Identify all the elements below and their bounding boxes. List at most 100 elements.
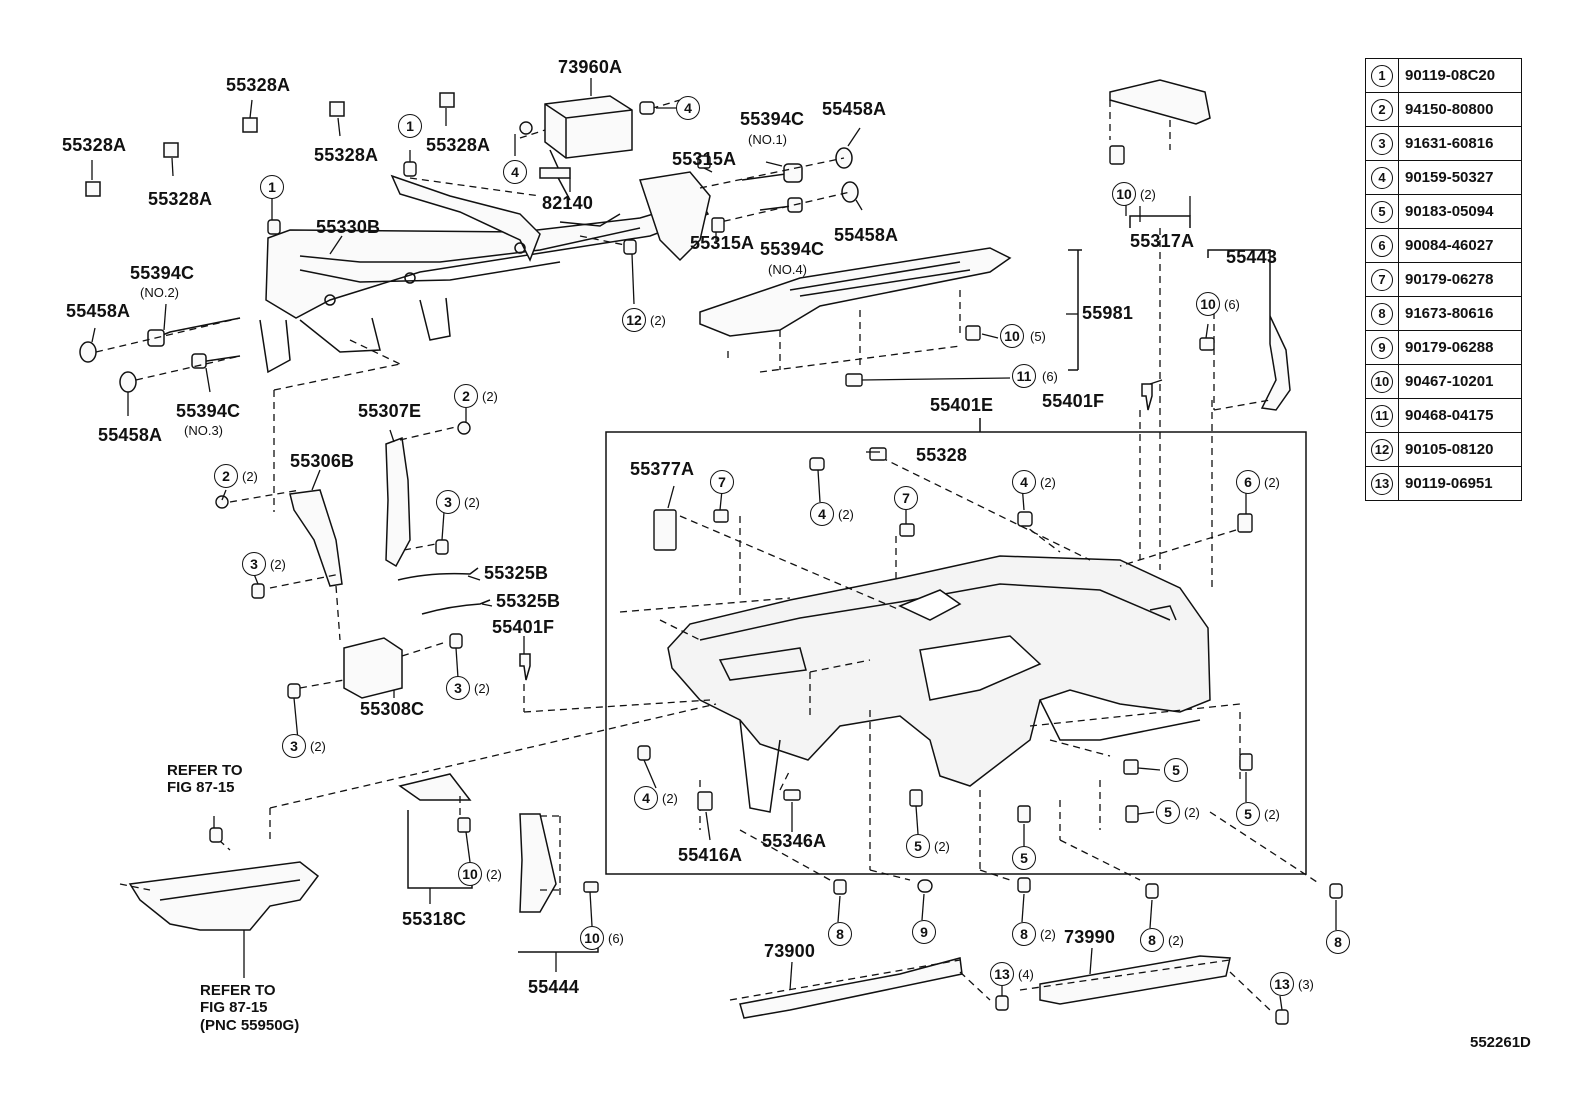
label-55394C-no2: 55394C — [130, 263, 195, 283]
label-55307E: 55307E — [358, 401, 422, 421]
callout-bubble: 4 — [810, 502, 834, 526]
instrument-panel-body — [667, 555, 1211, 813]
legend-part-number: 90119-06951 — [1398, 466, 1522, 501]
callout-bubble: 6 — [1236, 470, 1260, 494]
callout-quantity: (2) — [482, 389, 498, 404]
legend-part-number: 90179-06288 — [1398, 330, 1522, 365]
callout-bubble: 11 — [1012, 364, 1036, 388]
label-55394C-no3-sub: (NO.3) — [184, 423, 223, 438]
callout-bubble: 4 — [634, 786, 658, 810]
callout-bubble: 7 — [710, 470, 734, 494]
label-55318C: 55318C — [402, 909, 467, 929]
label-55306B: 55306B — [290, 451, 355, 471]
callout-bubble: 10 — [1000, 324, 1024, 348]
legend-part-number: 90105-08120 — [1398, 432, 1522, 467]
legend-part-number: 91673-80616 — [1398, 296, 1522, 331]
legend-part-number: 90467-10201 — [1398, 364, 1522, 399]
label-55394C-no4: 55394C — [760, 239, 825, 259]
refer-note: REFER TO FIG 87-15 (PNC 55950G) — [200, 982, 300, 1034]
label-73960A: 73960A — [558, 57, 623, 77]
legend-callout: 9 — [1371, 336, 1393, 359]
callout-bubble: 10 — [458, 862, 482, 886]
label-55328A: 55328A — [314, 145, 379, 165]
label-55981: 55981 — [1082, 303, 1134, 323]
legend-callout: 2 — [1371, 98, 1393, 121]
callout-bubble: 12 — [622, 308, 646, 332]
label-55458A: 55458A — [834, 225, 899, 245]
legend-callout: 13 — [1371, 472, 1393, 495]
callout-bubble: 3 — [282, 734, 306, 758]
legend-callout: 10 — [1371, 370, 1393, 393]
legend-callout: 6 — [1371, 234, 1393, 257]
figure-id: 552261D — [1470, 1034, 1531, 1051]
callout-bubble: 1 — [398, 114, 422, 138]
legend-callout: 8 — [1371, 302, 1393, 325]
callout-bubble: 5 — [906, 834, 930, 858]
callout-quantity: (6) — [1042, 369, 1058, 384]
callout-bubble: 8 — [828, 922, 852, 946]
callout-bubble: 10 — [1112, 182, 1136, 206]
label-55308C: 55308C — [360, 699, 425, 719]
callout-quantity: (2) — [486, 867, 502, 882]
callout-bubble: 7 — [894, 486, 918, 510]
callout-quantity: (2) — [1184, 805, 1200, 820]
label-55416A: 55416A — [678, 845, 743, 865]
callout-quantity: (2) — [934, 839, 950, 854]
callout-quantity: (2) — [474, 681, 490, 696]
callout-bubble: 5 — [1236, 802, 1260, 826]
callout-bubble: 4 — [503, 160, 527, 184]
label-73900: 73900 — [764, 941, 816, 961]
refer-note: REFER TO FIG 87-15 — [167, 762, 243, 797]
label-55328: 55328 — [916, 445, 968, 465]
defroster-panel — [699, 247, 1012, 337]
lower-duct — [128, 861, 320, 931]
legend-callout: 1 — [1371, 64, 1393, 87]
legend-part-number: 90183-05094 — [1398, 194, 1522, 229]
legend-part-number: 90159-50327 — [1398, 160, 1522, 195]
label-55330B: 55330B — [316, 217, 381, 237]
callout-quantity: (2) — [1168, 933, 1184, 948]
callout-quantity: (2) — [662, 791, 678, 806]
callout-bubble: 13 — [990, 962, 1014, 986]
label-73990: 73990 — [1064, 927, 1116, 947]
label-55401F: 55401F — [492, 617, 555, 637]
reinforcement-beam — [259, 171, 711, 374]
legend-part-number: 90179-06278 — [1398, 262, 1522, 297]
callout-quantity: (2) — [310, 739, 326, 754]
callout-bubble: 10 — [1196, 292, 1220, 316]
label-55325B: 55325B — [484, 563, 549, 583]
label-55394C-no3: 55394C — [176, 401, 241, 421]
callout-bubble: 5 — [1012, 846, 1036, 870]
airbag-module — [544, 95, 633, 173]
callout-quantity: (2) — [1264, 807, 1280, 822]
callout-quantity: (2) — [650, 313, 666, 328]
callout-quantity: (2) — [1040, 475, 1056, 490]
label-55315A: 55315A — [690, 233, 755, 253]
label-55394C-no4-sub: (NO.4) — [768, 262, 807, 277]
label-55328A: 55328A — [62, 135, 127, 155]
callout-bubble: 3 — [436, 490, 460, 514]
callout-quantity: (6) — [1224, 297, 1240, 312]
callout-bubble: 9 — [912, 920, 936, 944]
callout-bubble: 10 — [580, 926, 604, 950]
label-55401F: 55401F — [1042, 391, 1105, 411]
legend-callout: 7 — [1371, 268, 1393, 291]
label-55394C-no1: 55394C — [740, 109, 805, 129]
callout-bubble: 2 — [454, 384, 478, 408]
legend-part-number: 90084-46027 — [1398, 228, 1522, 263]
callout-bubble: 5 — [1156, 800, 1180, 824]
label-55346A: 55346A — [762, 831, 827, 851]
callout-bubble: 1 — [260, 175, 284, 199]
